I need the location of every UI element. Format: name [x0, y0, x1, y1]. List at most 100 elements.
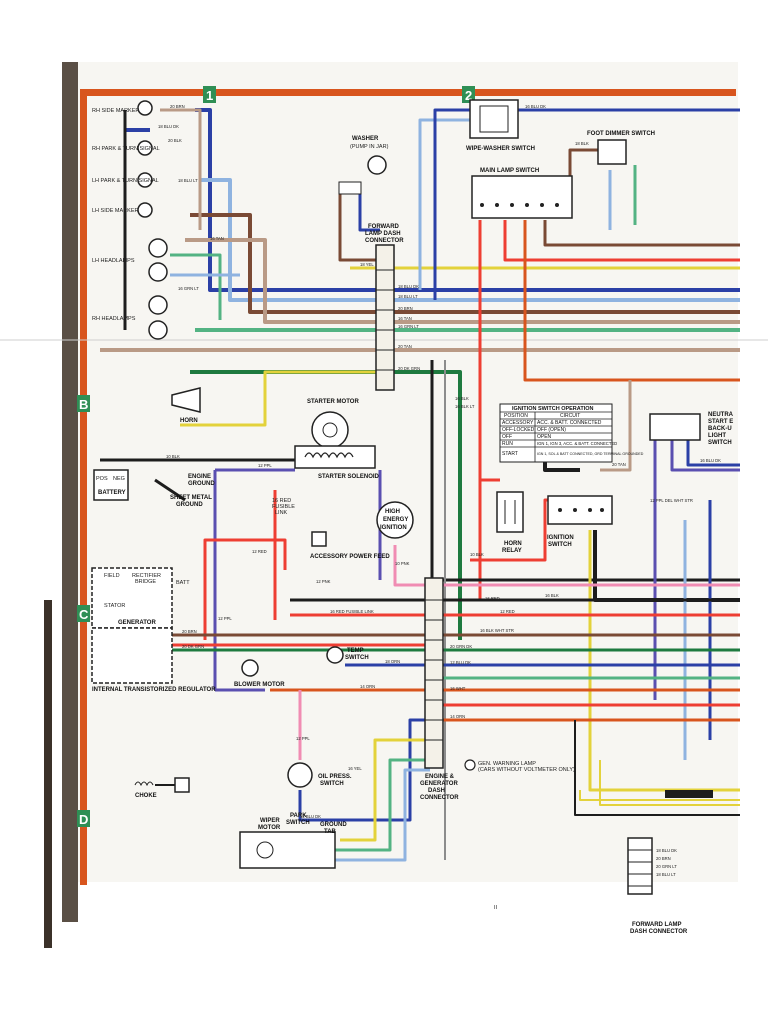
- wire-label: 16 BLK LT: [455, 404, 475, 409]
- wire-label: 16 BLK: [545, 593, 559, 598]
- wire-green-wiper: [335, 758, 430, 852]
- wire-blue-dk-main: [125, 108, 740, 292]
- front-lamps: [137, 100, 168, 340]
- wire-label: 12 RED: [252, 549, 267, 554]
- lh-headlamp-1: [148, 238, 168, 258]
- starter-solenoid: [294, 445, 376, 469]
- ignition-switch-table: IGNITION SWITCH OPERATION POSITION CIRCU…: [499, 403, 644, 463]
- rh-side-marker-lamp: [137, 100, 153, 116]
- rh-headlamp-1: [148, 295, 168, 315]
- choke-label: CHOKE: [135, 793, 157, 799]
- wire-label: 12 BLU DK: [450, 660, 471, 665]
- battery-label: BATTERY: [98, 490, 126, 496]
- wire-label: 20 BRN: [182, 629, 197, 634]
- wire-tan-main: [185, 238, 740, 324]
- forward-connector-pins: [376, 269, 394, 371]
- ignition-table-row-position: RUN: [502, 441, 513, 447]
- neutral-switch-label-4: LIGHT: [708, 433, 726, 439]
- wipe-washer-switch-core: [479, 105, 509, 133]
- wire-brown-lamp: [543, 220, 740, 247]
- wire-red-lamp2: [503, 220, 740, 262]
- gen-warning-lamp: [464, 759, 476, 771]
- binding-shadow-left: [44, 600, 52, 948]
- wire-label: 18 BLU DK: [158, 124, 179, 129]
- sheet-metal-ground-label-2: GROUND: [176, 502, 203, 508]
- inset-wire-label: 18 BLU LT: [656, 872, 676, 877]
- hei-label-3: IGNITION: [380, 525, 407, 531]
- washer-pump: [338, 155, 387, 195]
- wire-label: 18 ORN: [385, 659, 400, 664]
- wire-blue-lt-wiper-low: [330, 768, 430, 862]
- wire-label: 14 ORN: [360, 684, 375, 689]
- wire-label: 12 PPL: [218, 616, 232, 621]
- ignition-table-row-circuit: OFF (OPEN): [537, 427, 566, 433]
- forward-lamp-dash-connector: [375, 244, 395, 391]
- hei-distributor: [376, 501, 414, 539]
- horn-symbol: [171, 387, 201, 413]
- ignition-table-row-circuit: IGN 1, SOL & BATT CONNECTED, GRD TERMINA…: [537, 452, 644, 456]
- main-lamp-switch-label: MAIN LAMP SWITCH: [480, 168, 539, 174]
- gen-warning-lamp-label-1: GEN. WARNING LAMP: [478, 761, 536, 767]
- neutral-switch-label-3: BACK-U: [708, 426, 732, 432]
- neutral-switch-label-5: SWITCH: [708, 440, 732, 446]
- wire-brown-washer: [338, 190, 380, 262]
- temp-switch-label-1: TEMP: [347, 648, 364, 654]
- wire-label: 16 TAN: [210, 236, 224, 241]
- wire-yellow-trunk: [579, 760, 740, 806]
- zone-marker-1: [203, 86, 216, 103]
- ignition-switch-label-1: IGNITION: [547, 535, 574, 541]
- wire-label: 20 DK GRN: [182, 644, 204, 649]
- rh-park-turn-lamp: [137, 140, 153, 156]
- top-orange-border: [80, 89, 736, 96]
- horn-relay-label-2: RELAY: [502, 548, 522, 554]
- eng-gen-connector-label-4: CONNECTOR: [420, 795, 459, 801]
- rh-headlamps-label: RH HEADLAMPS: [92, 316, 136, 322]
- rh-side-marker-label: RH SIDE MARKER: [92, 108, 139, 114]
- oil-pressure-switch: [287, 762, 313, 788]
- wire-label: 14 ORN: [450, 714, 465, 719]
- wiper-motor-label-1: WIPER: [260, 818, 280, 824]
- washer-sublabel: (PUMP IN JAR): [350, 144, 389, 150]
- washer-pump-symbol: [367, 155, 387, 175]
- wire-label: 12 BLU DK: [300, 814, 321, 819]
- hei-label-1: HIGH: [385, 509, 400, 515]
- wire-label: 16 RED FUSIBLE LINK: [330, 609, 374, 614]
- wire-label: 18 BLK: [575, 141, 589, 146]
- wire-label: 20 GRN DK: [450, 644, 472, 649]
- zone-label-d: D: [79, 812, 88, 827]
- accessory-power-feed-block: [311, 531, 327, 547]
- temp-switch: [326, 646, 344, 664]
- wire-label: 16 BLU DK: [700, 458, 721, 463]
- zone-marker-c: [77, 605, 90, 622]
- wipe-washer-switch-label: WIPE-WASHER SWITCH: [466, 146, 535, 152]
- generator-batt-label: BATT: [176, 580, 190, 586]
- main-lamp-switch: [471, 175, 573, 219]
- rh-headlamp-2: [148, 320, 168, 340]
- wire-pink-ign: [393, 545, 740, 587]
- lh-headlamp-2: [148, 262, 168, 282]
- wire-green-headlamp: [170, 253, 222, 320]
- wire-black-battery: [100, 458, 295, 502]
- regulator-label: INTERNAL TRANSISTORIZED REGULATOR: [92, 687, 216, 693]
- foot-dimmer-switch-label: FOOT DIMMER SWITCH: [587, 131, 655, 137]
- wire-label: 18 BLU LT: [178, 178, 198, 183]
- main-lamp-switch-contacts: [480, 203, 559, 207]
- wire-labels: 20 BRN 18 BLU DK 20 BLK 18 BLU LT 16 TAN…: [158, 104, 721, 819]
- wiper-motor-label-2: MOTOR: [258, 825, 281, 831]
- ignition-table-row-circuit: IGN 1, IGN 3, ACC. & BATT. CONNECTED: [537, 441, 617, 446]
- wire-purple-neutral: [653, 440, 740, 700]
- inset-connector-body: [627, 837, 653, 895]
- inset-connector-label-2: DASH CONNECTOR: [630, 929, 688, 935]
- choke-element: [174, 777, 190, 793]
- wire-purple-starter: [213, 468, 295, 690]
- battery-neg-label: NEG: [113, 476, 125, 482]
- wire-yellow-horn: [180, 370, 380, 427]
- washer-label: WASHER: [352, 136, 379, 142]
- wire-label: 12 PPL: [296, 736, 310, 741]
- wire-label: 16 BLU DK: [525, 104, 546, 109]
- oil-press-switch-label-1: OIL PRESS.: [318, 774, 352, 780]
- rh-park-turn-label: RH PARK & TURN SIGNAL: [92, 146, 160, 152]
- wire-blue-lt-wiper: [418, 118, 470, 290]
- forward-lamp-connector-label-2: LAMP DASH: [365, 231, 401, 237]
